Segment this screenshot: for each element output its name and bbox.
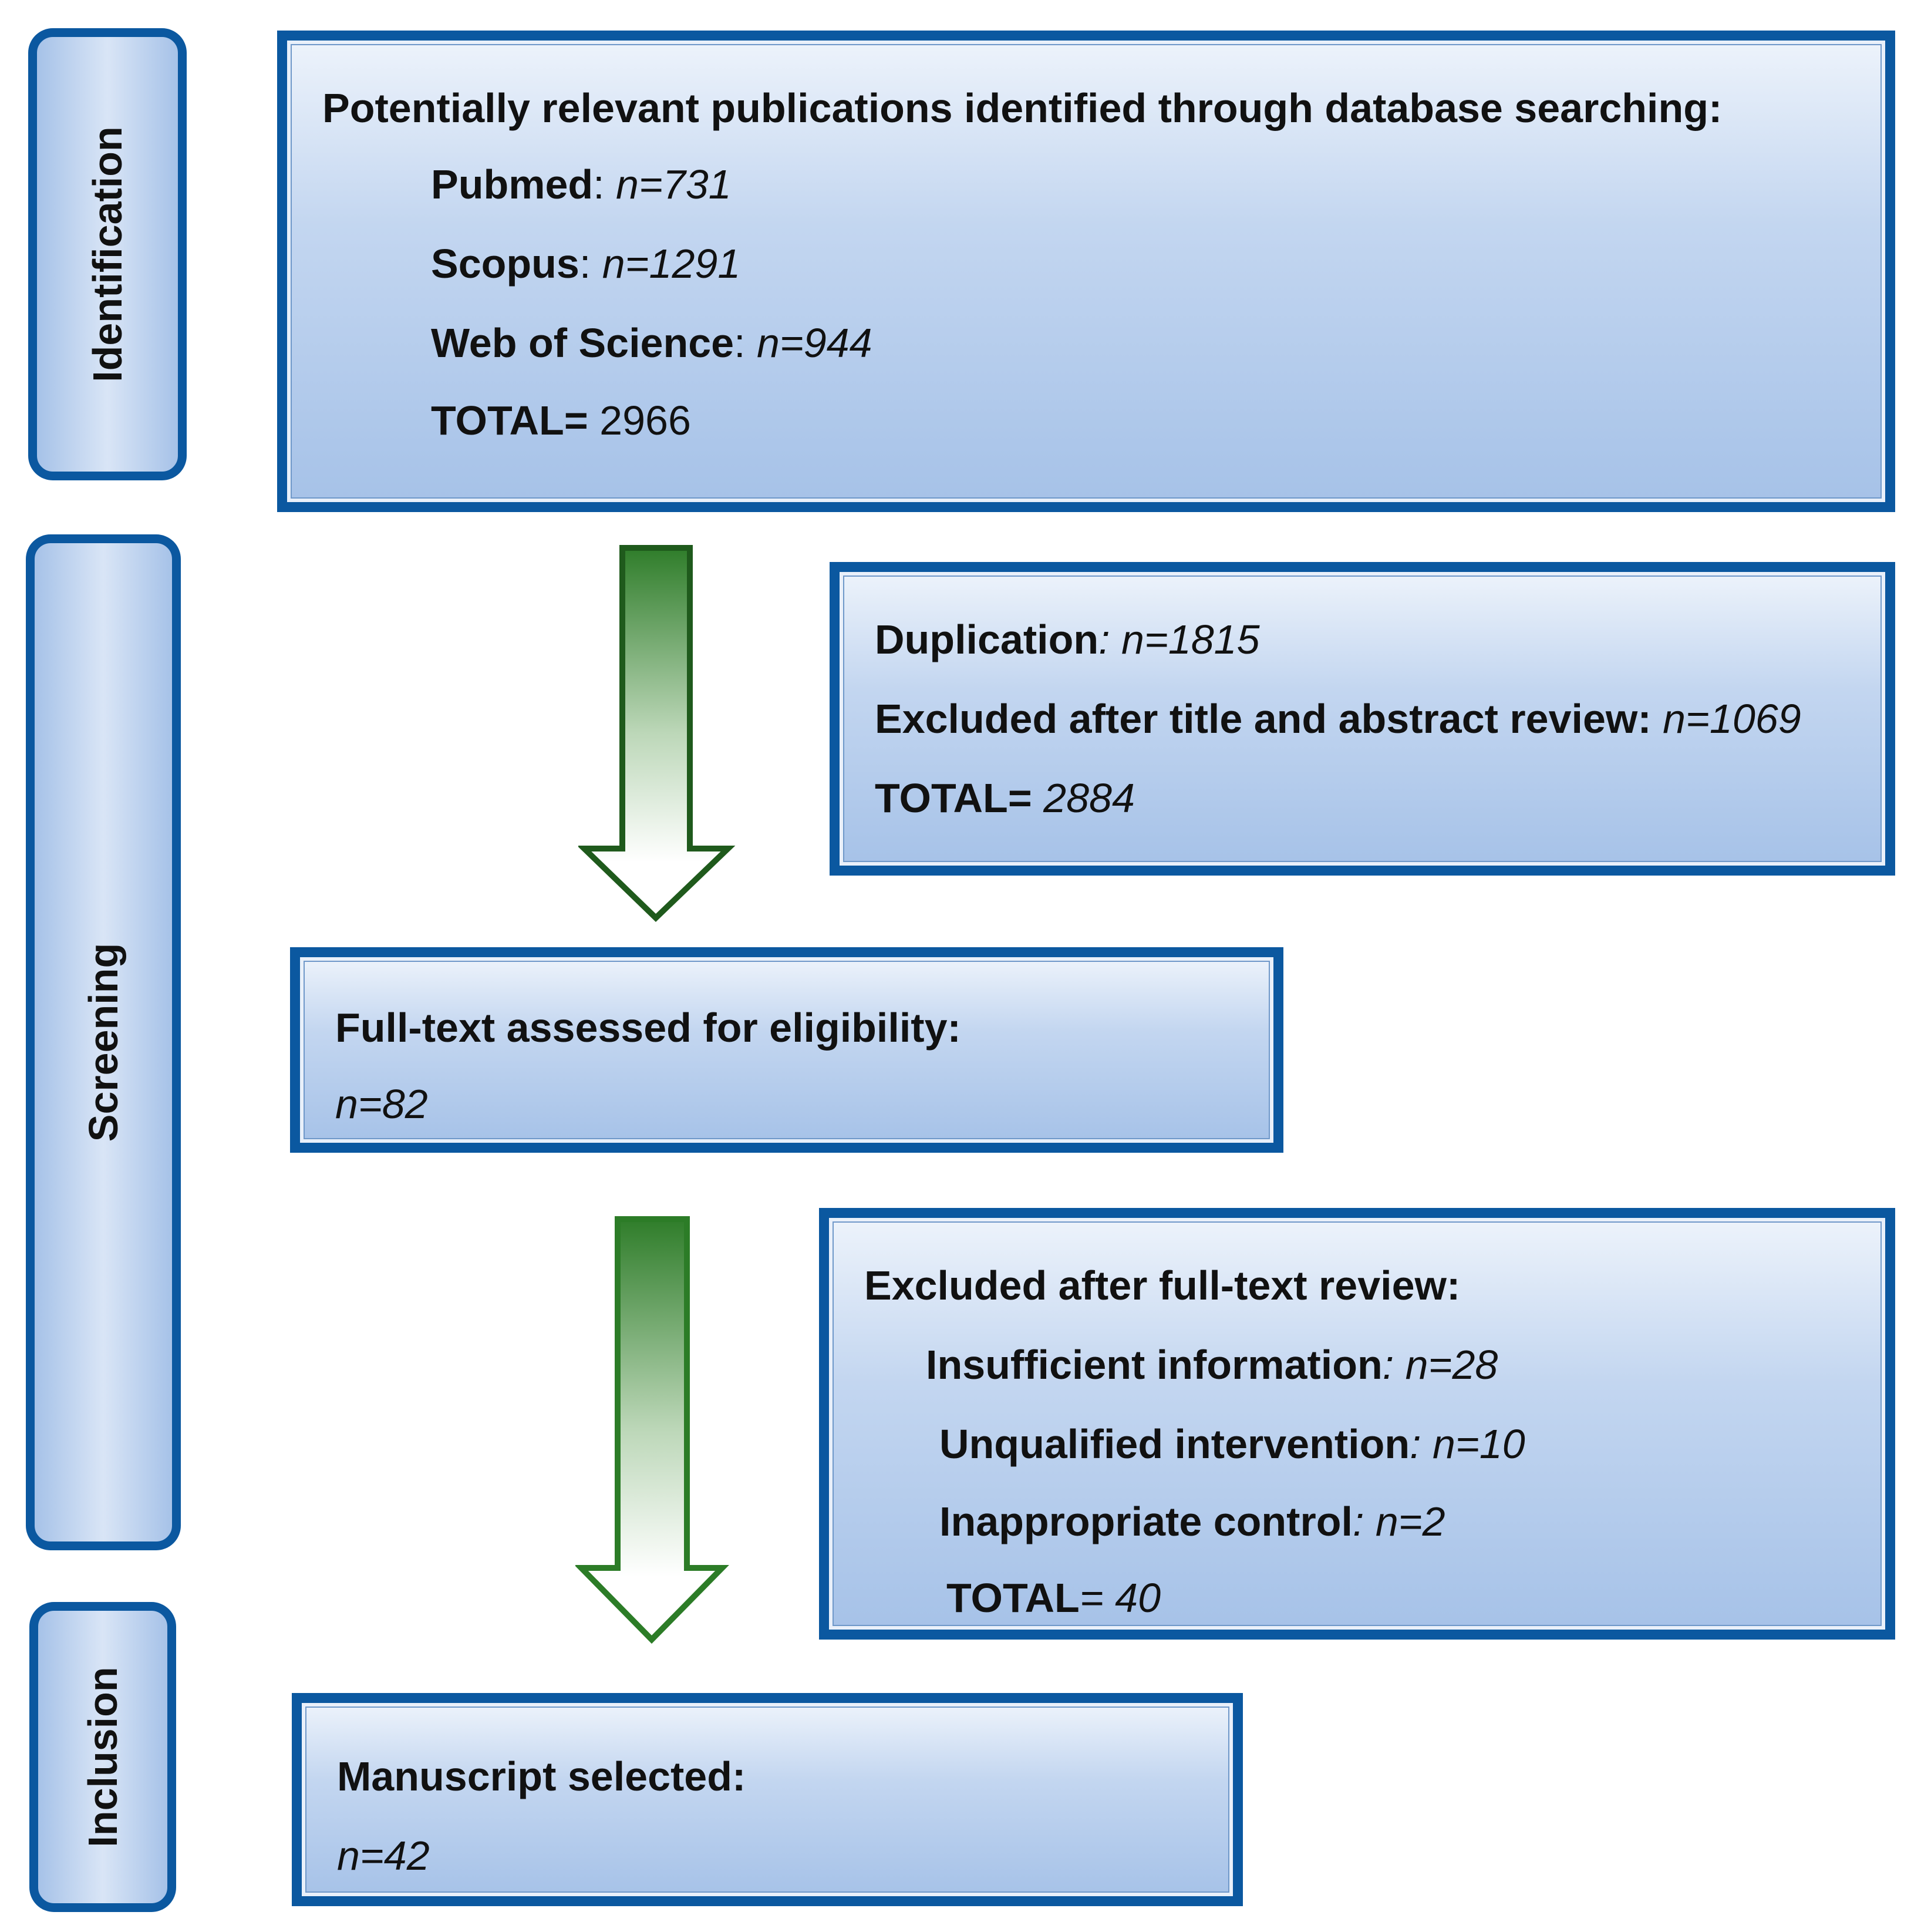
source-scopus: Scopus: n=1291 bbox=[431, 243, 740, 284]
stage-screening-label: Screening bbox=[80, 943, 126, 1142]
flow-arrow-1 bbox=[578, 545, 736, 922]
stage-identification-label: Identification bbox=[85, 126, 130, 382]
source-sep: : bbox=[579, 241, 602, 287]
exclusion-2-heading: Excluded after full-text review: bbox=[864, 1263, 1461, 1308]
exclusion-duplication: Duplication: n=1815 bbox=[875, 619, 1260, 660]
stage-identification: Identification bbox=[28, 28, 187, 480]
source-label: Scopus bbox=[431, 241, 579, 287]
source-sep: : bbox=[734, 320, 757, 366]
source-label: Pubmed bbox=[431, 161, 594, 207]
stage-inclusion: Inclusion bbox=[29, 1602, 176, 1912]
reason-label: Excluded after title and abstract review bbox=[875, 696, 1638, 742]
exclusion-insufficient-info: Insufficient information: n=28 bbox=[926, 1344, 1498, 1385]
reason-sep: : bbox=[1410, 1421, 1433, 1467]
source-label: Web of Science bbox=[431, 320, 734, 366]
fulltext-box: Full-text assessed for eligibility: n=82 bbox=[290, 947, 1283, 1153]
total-value: = 40 bbox=[1079, 1575, 1161, 1621]
exclusion-title-abstract: Excluded after title and abstract review… bbox=[875, 698, 1801, 739]
reason-count: n=1069 bbox=[1663, 696, 1801, 742]
exclusion-total-2: TOTAL= 40 bbox=[946, 1577, 1161, 1618]
reason-count: n=28 bbox=[1405, 1342, 1498, 1388]
source-pubmed: Pubmed: n=731 bbox=[431, 164, 732, 205]
exclusion-box-1: Duplication: n=1815 Excluded after title… bbox=[830, 562, 1895, 876]
reason-label: Unqualified intervention bbox=[939, 1421, 1410, 1467]
stage-inclusion-label: Inclusion bbox=[80, 1667, 126, 1847]
included-box: Manuscript selected: n=42 bbox=[292, 1693, 1243, 1906]
reason-count: n=10 bbox=[1433, 1421, 1525, 1467]
reason-count: n=1815 bbox=[1121, 617, 1260, 662]
total-label: TOTAL= bbox=[431, 398, 588, 443]
source-count: n=944 bbox=[757, 320, 872, 366]
total-value: 2884 bbox=[1032, 775, 1135, 821]
identification-total: TOTAL= 2966 bbox=[431, 400, 691, 441]
exclusion-unqualified-intervention: Unqualified intervention: n=10 bbox=[939, 1423, 1525, 1465]
reason-sep: : bbox=[1637, 696, 1663, 742]
identification-heading: Potentially relevant publications identi… bbox=[322, 85, 1723, 131]
total-label: TOTAL bbox=[946, 1575, 1080, 1621]
source-count: n=731 bbox=[616, 161, 732, 207]
included-count: n=42 bbox=[337, 1833, 430, 1879]
reason-label: Insufficient information bbox=[926, 1342, 1383, 1388]
total-label: TOTAL= bbox=[875, 775, 1032, 821]
flow-arrow-2 bbox=[575, 1216, 729, 1644]
reason-sep: : bbox=[1352, 1499, 1376, 1544]
source-count: n=1291 bbox=[602, 241, 741, 287]
reason-count: n=2 bbox=[1375, 1499, 1445, 1544]
reason-sep: : bbox=[1382, 1342, 1406, 1388]
source-web-of-science: Web of Science: n=944 bbox=[431, 322, 872, 363]
fulltext-count: n=82 bbox=[335, 1081, 428, 1127]
exclusion-total-1: TOTAL= 2884 bbox=[875, 777, 1135, 819]
exclusion-box-2: Excluded after full-text review: Insuffi… bbox=[819, 1208, 1895, 1640]
total-value: 2966 bbox=[588, 398, 691, 443]
reason-label: Inappropriate control bbox=[939, 1499, 1353, 1544]
included-heading: Manuscript selected: bbox=[337, 1753, 746, 1799]
reason-sep: : bbox=[1098, 617, 1122, 662]
source-sep: : bbox=[593, 161, 616, 207]
stage-screening: Screening bbox=[26, 534, 181, 1550]
identification-box: Potentially relevant publications identi… bbox=[277, 31, 1895, 512]
reason-label: Duplication bbox=[875, 617, 1099, 662]
fulltext-heading: Full-text assessed for eligibility: bbox=[335, 1005, 961, 1051]
exclusion-inappropriate-control: Inappropriate control: n=2 bbox=[939, 1501, 1445, 1542]
